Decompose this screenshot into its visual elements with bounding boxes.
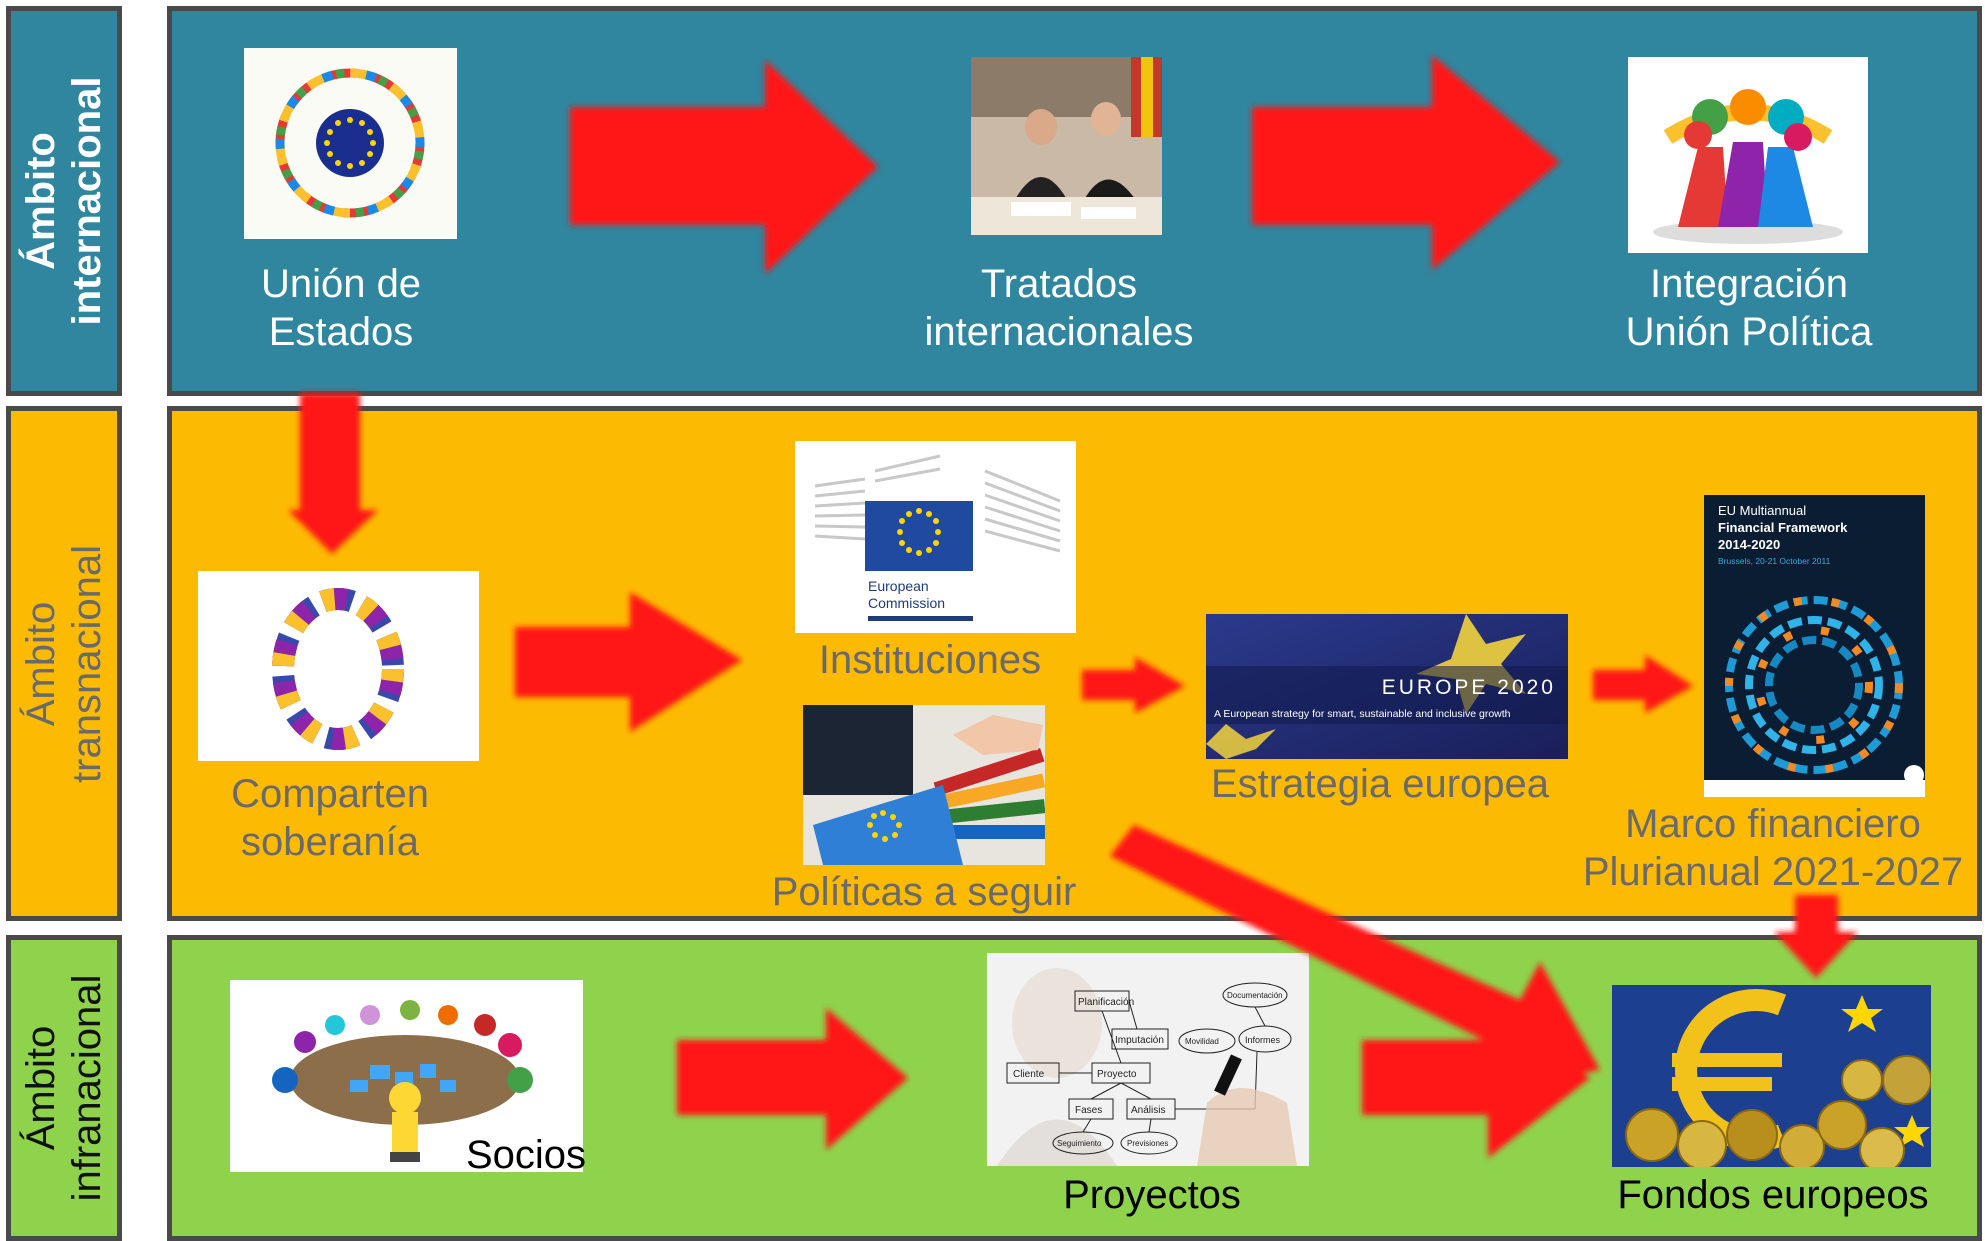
caption-instituciones-text: Instituciones xyxy=(818,638,1042,682)
caption-proyectos-text: Proyectos xyxy=(1063,1173,1241,1217)
band-label-infranational-line2: infranacional xyxy=(65,974,109,1202)
mff-cover-line1: EU Multiannual xyxy=(1718,503,1806,518)
band-label-transnational-line2: transnacional xyxy=(65,544,109,783)
box-planificacion: Planificación xyxy=(1078,997,1134,1008)
band-label-infranational-line1: Ámbito xyxy=(19,1025,63,1151)
caption-socios-text: Socios xyxy=(465,1133,587,1177)
caption-instituciones: Instituciones xyxy=(819,636,1041,684)
caption-politicas-text: Políticas a seguir xyxy=(771,870,1077,914)
caption-integracion: Integración Unión Política xyxy=(1626,260,1873,356)
caption-fondos-text: Fondos europeos xyxy=(1617,1173,1929,1217)
politicas-image xyxy=(803,705,1045,865)
integracion-image xyxy=(1628,57,1868,253)
treaty-signing-icon xyxy=(971,57,1162,235)
caption-fondos: Fondos europeos xyxy=(1617,1171,1928,1219)
caption-estrategia: Estrategia europea xyxy=(1211,760,1549,808)
europe-2020-subtitle: A European strategy for smart, sustainab… xyxy=(1214,708,1511,720)
caption-union-estados: Unión de Estados xyxy=(261,260,421,356)
euro-coins-icon xyxy=(1612,985,1931,1167)
oval-informes: Informes xyxy=(1245,1035,1281,1045)
oval-movilidad: Movilidad xyxy=(1185,1037,1219,1046)
oval-seguimiento: Seguimiento xyxy=(1057,1139,1102,1148)
marco-image: EU Multiannual Financial Framework 2014-… xyxy=(1704,495,1925,797)
caption-union-estados-line2: Estados xyxy=(268,310,414,354)
caption-politicas: Políticas a seguir xyxy=(772,868,1077,916)
band-label-transnational-line1: Ámbito xyxy=(19,601,63,726)
europe-2020-banner-icon: EUROPE 2020 A European strategy for smar… xyxy=(1206,614,1568,759)
box-cliente: Cliente xyxy=(1013,1069,1045,1080)
caption-tratados-line2: internacionales xyxy=(924,310,1194,354)
band-label-international-line1: Ámbito xyxy=(19,132,63,270)
caption-union-estados-line1: Unión de xyxy=(260,262,422,306)
band-label-infranational: Ámbito infranacional xyxy=(6,935,122,1241)
mff-cover-line2: Financial Framework xyxy=(1718,520,1848,535)
band-label-international-line2: internacional xyxy=(65,76,109,326)
box-analisis: Análisis xyxy=(1131,1105,1165,1116)
box-proyecto: Proyecto xyxy=(1097,1069,1137,1080)
caption-comparten: Comparten soberanía xyxy=(231,770,429,866)
caption-socios: Socios xyxy=(466,1131,586,1179)
comparten-image xyxy=(198,571,479,761)
caption-tratados: Tratados internacionales xyxy=(924,260,1193,356)
oval-documentacion: Documentación xyxy=(1227,991,1283,1000)
proyectos-image: Planificación Imputación Cliente Proyect… xyxy=(987,953,1309,1166)
mff-cover-line4: Brussels, 20-21 October 2011 xyxy=(1718,556,1831,566)
tratados-image xyxy=(971,57,1162,235)
box-fases: Fases xyxy=(1075,1105,1102,1116)
band-label-transnational: Ámbito transnacional xyxy=(6,406,122,921)
caption-integracion-line1: Integración xyxy=(1650,262,1848,306)
caption-marco-line1: Marco financiero xyxy=(1625,802,1921,846)
caption-marco-line2: Plurianual 2021-2027 xyxy=(1582,850,1964,894)
estrategia-image: EUROPE 2020 A European strategy for smar… xyxy=(1206,614,1568,759)
mff-cover-icon: EU Multiannual Financial Framework 2014-… xyxy=(1704,495,1925,797)
group-hug-figures-icon xyxy=(1628,57,1868,253)
europe-2020-title: EUROPE 2020 xyxy=(1382,676,1556,699)
round-table-team-icon xyxy=(230,980,583,1172)
box-imputacion: Imputación xyxy=(1115,1035,1164,1046)
project-flowchart-icon: Planificación Imputación Cliente Proyect… xyxy=(987,953,1309,1166)
caption-estrategia-text: Estrategia europea xyxy=(1210,762,1550,806)
european-commission-logo-icon: European Commission xyxy=(795,441,1076,633)
fondos-image xyxy=(1612,985,1931,1167)
ec-logo-line2: Commission xyxy=(868,595,945,611)
caption-comparten-line1: Comparten xyxy=(231,772,429,816)
ec-logo-line1: European xyxy=(868,578,929,594)
caption-proyectos: Proyectos xyxy=(1063,1171,1241,1219)
caption-integracion-line2: Unión Política xyxy=(1625,310,1873,354)
socios-image xyxy=(230,980,583,1172)
band-label-international: Ámbito internacional xyxy=(6,6,122,396)
caption-tratados-line1: Tratados xyxy=(980,262,1138,306)
union-estados-image xyxy=(244,48,457,239)
oval-previsiones: Previsiones xyxy=(1127,1139,1168,1148)
caption-comparten-line2: soberanía xyxy=(241,820,419,864)
mff-cover-line3: 2014-2020 xyxy=(1718,537,1780,552)
eu-folder-hand-icon xyxy=(803,705,1045,865)
children-ring-eu-icon xyxy=(244,48,457,239)
instituciones-image: European Commission xyxy=(795,441,1076,633)
caption-marco: Marco financiero Plurianual 2021-2027 xyxy=(1583,800,1963,896)
figures-circle-icon xyxy=(198,571,479,761)
